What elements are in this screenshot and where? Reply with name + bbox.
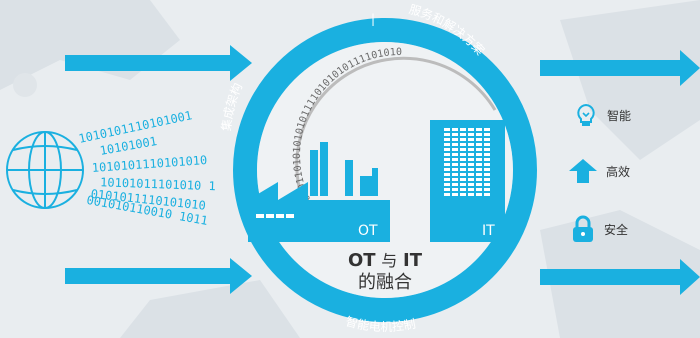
it-label: IT (482, 223, 495, 239)
bulb-icon (577, 103, 595, 126)
lock-icon (573, 215, 593, 242)
decorative-dot (13, 73, 37, 97)
benefit-efficient: 高效 (568, 158, 630, 184)
title-subtitle: 的融合 (358, 272, 412, 293)
title-it: IT (403, 250, 423, 271)
binary-line: 10101011101010 1 (100, 175, 216, 193)
ring-separator: | (371, 12, 375, 26)
inner-arc-line (295, 56, 497, 221)
benefit-secure: 安全 (570, 215, 628, 243)
ot-label: OT (358, 223, 378, 239)
binary-stream: 1010101110101001 10101001 10101011101010… (77, 108, 216, 228)
globe-icon (6, 131, 84, 209)
arrow-right-top (540, 60, 680, 76)
it-windows (444, 128, 490, 196)
benefit-label: 安全 (604, 222, 629, 237)
title-with: 与 (381, 251, 398, 270)
factory-windows (256, 214, 294, 218)
integration-ring (233, 18, 537, 322)
arrow-left-top (65, 55, 230, 71)
benefit-label: 高效 (606, 164, 631, 179)
title-ot: OT (347, 250, 376, 271)
benefit-label: 智能 (607, 108, 632, 123)
arrow-left-bottom (65, 268, 230, 284)
center-title: OT 与 IT 的融合 (320, 250, 450, 294)
arrow-right-bottom (540, 269, 680, 285)
factory-icon (248, 142, 390, 242)
benefit-intelligent: 智能 (573, 102, 631, 128)
arrow-up-icon (569, 159, 597, 183)
flow-arrows (65, 45, 700, 295)
